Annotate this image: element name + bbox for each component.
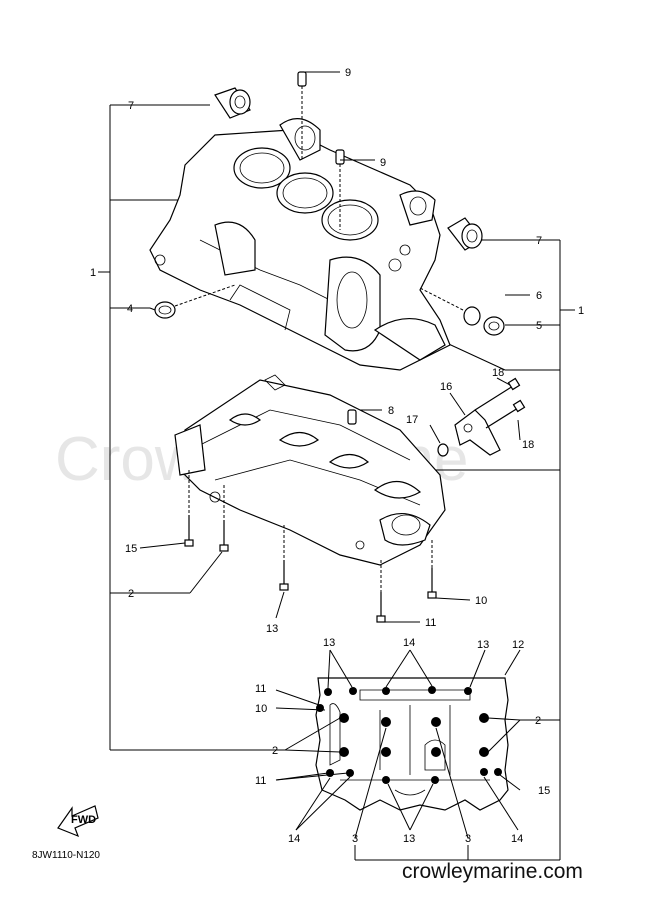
callout-18-lower: 18 bbox=[522, 439, 534, 451]
fwd-label: FWD bbox=[71, 814, 96, 826]
bolt-10 bbox=[427, 568, 437, 599]
callout-2-pattern-left: 2 bbox=[272, 745, 278, 757]
callout-13-bolt: 13 bbox=[266, 623, 278, 635]
site-name: crowleymarine.com bbox=[402, 860, 583, 883]
callout-1-right: 1 bbox=[578, 305, 584, 317]
callout-16: 16 bbox=[440, 381, 452, 393]
reference-lines bbox=[98, 104, 575, 861]
part-leader-lines bbox=[139, 71, 521, 623]
callout-11-pattern-top: 11 bbox=[255, 683, 266, 695]
callout-14-pattern-top: 14 bbox=[403, 637, 415, 649]
bolt-pattern-leaders bbox=[275, 649, 521, 839]
callout-9-lower: 9 bbox=[380, 157, 386, 169]
callout-14-pattern-right: 14 bbox=[511, 833, 523, 845]
dowel-pin-8 bbox=[347, 409, 357, 425]
callout-12: 12 bbox=[512, 639, 524, 651]
fitting-5 bbox=[483, 316, 505, 336]
bolt-15 bbox=[184, 515, 194, 547]
bushing-7-left bbox=[214, 87, 251, 119]
oil-jet-16 bbox=[454, 409, 501, 456]
callout-13-pattern-bottom: 13 bbox=[403, 833, 415, 845]
bolt-dash-lines bbox=[188, 470, 433, 592]
callout-10-pattern: 10 bbox=[255, 703, 267, 715]
callout-8: 8 bbox=[388, 405, 394, 417]
callout-11-bolt: 11 bbox=[425, 617, 436, 629]
callout-15-bolt: 15 bbox=[125, 543, 137, 555]
callout-7-left: 7 bbox=[128, 100, 134, 112]
callout-3-left: 3 bbox=[352, 833, 358, 845]
callout-9-upper: 9 bbox=[345, 67, 351, 79]
callout-3-right: 3 bbox=[465, 833, 471, 845]
callout-2-pattern-right: 2 bbox=[535, 715, 541, 727]
upper-crankcase bbox=[149, 118, 451, 371]
bolt-pattern-diagram bbox=[315, 677, 509, 811]
bushing-7-right bbox=[447, 217, 483, 251]
callout-10-bolt: 10 bbox=[475, 595, 487, 607]
o-ring-17 bbox=[437, 443, 449, 457]
bolt-13 bbox=[279, 560, 289, 591]
callout-5: 5 bbox=[536, 320, 542, 332]
diagram-code: 8JW1110-N120 bbox=[32, 850, 100, 861]
callout-14-pattern-left: 14 bbox=[288, 833, 300, 845]
bolt-2 bbox=[219, 520, 229, 552]
callout-11-pattern-bottom: 11 bbox=[255, 775, 266, 787]
bolt-18-lower bbox=[485, 399, 526, 429]
callout-13-pattern-left: 13 bbox=[323, 637, 335, 649]
callout-15-pattern: 15 bbox=[538, 785, 550, 797]
callout-1-left: 1 bbox=[90, 267, 96, 279]
fwd-arrow-icon: FWD bbox=[57, 805, 99, 838]
callout-7-right: 7 bbox=[536, 235, 542, 247]
lower-crankcase bbox=[174, 374, 446, 566]
bolt-11 bbox=[376, 592, 386, 623]
callout-17: 17 bbox=[406, 414, 418, 426]
callout-6: 6 bbox=[536, 290, 542, 302]
callout-2-left: 2 bbox=[128, 588, 134, 600]
bolt-18-upper bbox=[474, 377, 521, 411]
callout-labels: 1 1 2 2 2 3 3 4 5 6 7 7 8 9 9 10 10 11 1… bbox=[90, 67, 584, 845]
o-ring-6 bbox=[419, 287, 481, 326]
callout-4: 4 bbox=[127, 303, 133, 315]
callout-13-pattern-right: 13 bbox=[477, 639, 489, 651]
callout-18-upper: 18 bbox=[492, 367, 504, 379]
